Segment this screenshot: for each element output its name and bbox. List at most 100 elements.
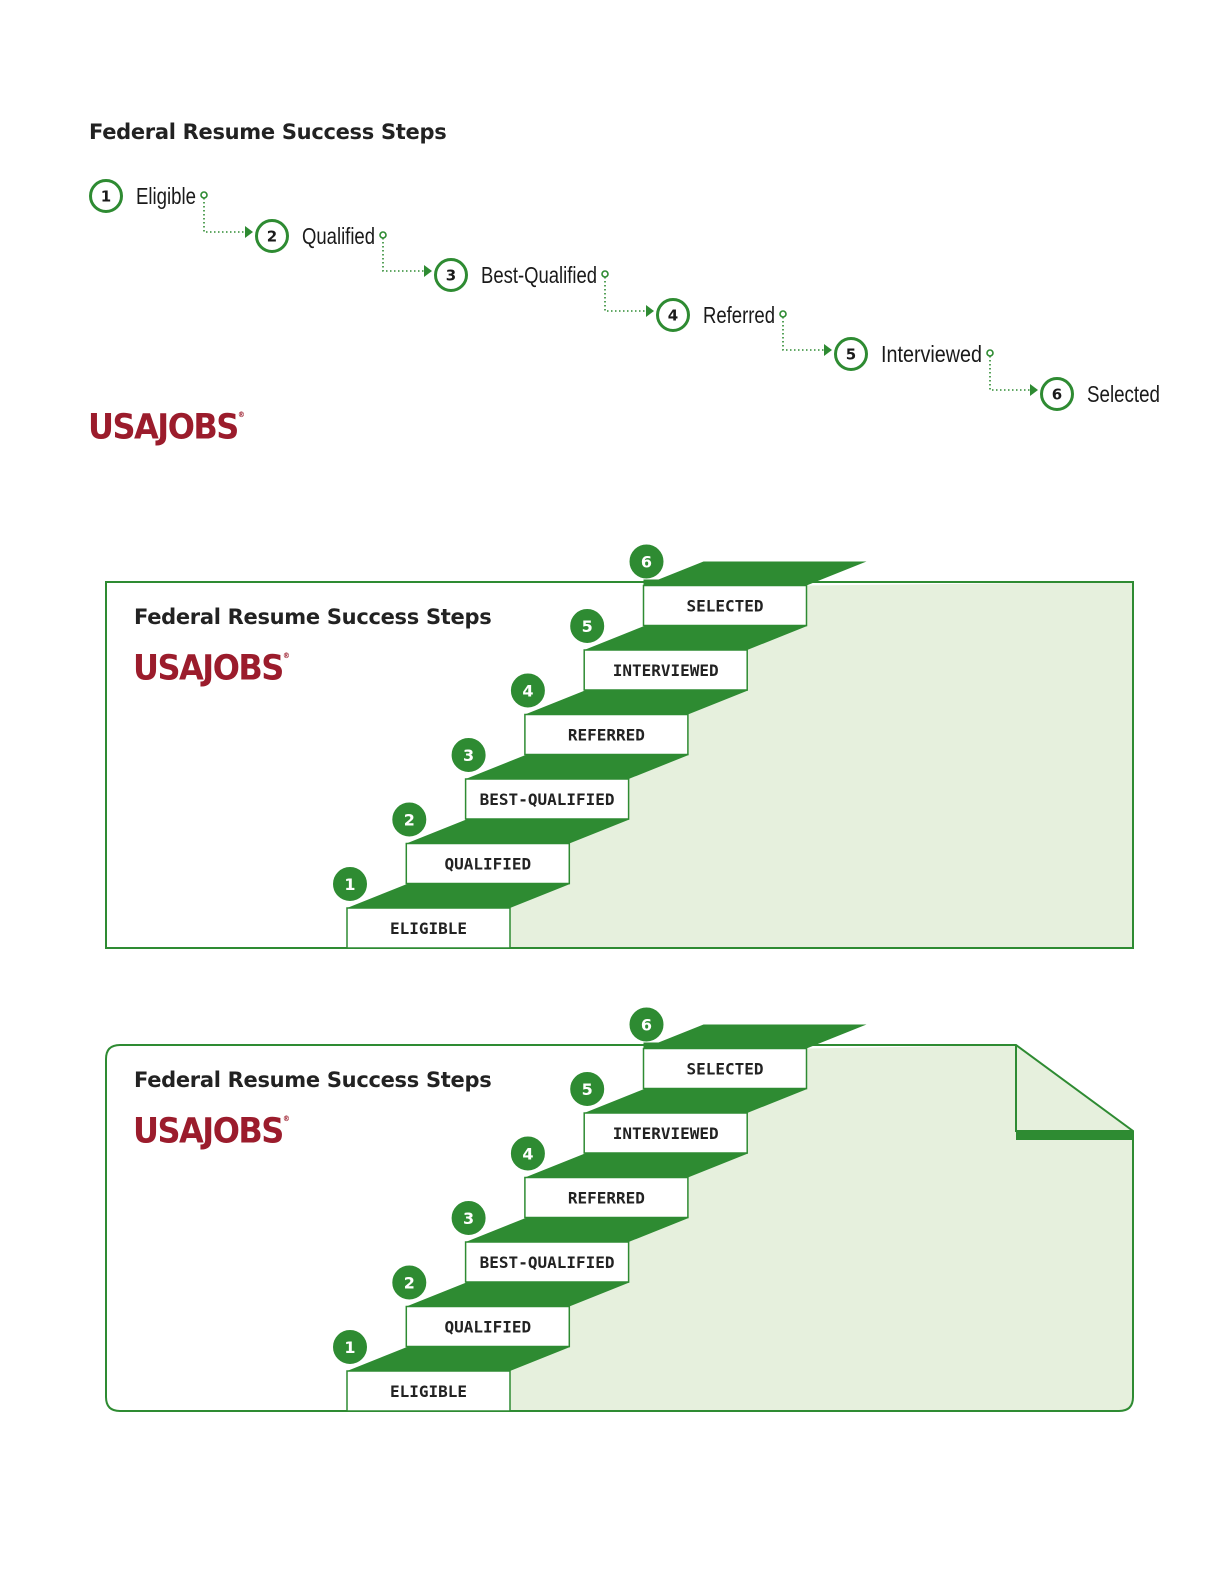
step-circle	[1040, 377, 1074, 411]
step-label: Eligible	[136, 183, 196, 209]
step-number: 6	[1052, 386, 1062, 404]
step-number: 1	[344, 875, 355, 894]
stair-label: REFERRED	[568, 726, 645, 745]
stair-riser	[524, 1176, 689, 1219]
step-number-badge	[508, 671, 547, 710]
top-step-cap	[643, 579, 807, 586]
stair-riser	[405, 1305, 571, 1348]
step-number-badge	[331, 865, 369, 903]
step-circle	[656, 298, 690, 332]
step-number-badge	[390, 1263, 429, 1302]
stair-riser	[583, 649, 748, 691]
step-number-badge	[568, 607, 607, 645]
stair-tread	[584, 626, 808, 650]
connector-dot	[779, 310, 787, 318]
card-background-fill	[510, 582, 1133, 948]
card-2-usajobs-logo: USAJOBS®	[133, 1110, 290, 1152]
flow-usajobs-logo: USAJOBS®	[88, 406, 245, 448]
connector-dot	[200, 191, 208, 199]
stair-riser	[642, 584, 808, 627]
stair-riser	[583, 1112, 748, 1154]
card-border	[105, 1044, 1134, 1412]
step-number: 5	[582, 617, 593, 636]
stair-label: REFERRED	[568, 1189, 645, 1208]
connector-line	[782, 317, 826, 351]
step-circle	[834, 337, 868, 371]
stair-tread	[406, 1282, 630, 1307]
step-number: 6	[641, 553, 652, 572]
step-number: 4	[522, 1145, 533, 1164]
step-number: 4	[668, 307, 678, 325]
stair-tread	[347, 884, 570, 908]
step-number: 5	[582, 1080, 593, 1099]
arrow-head-icon	[1030, 384, 1038, 396]
step-number: 2	[404, 811, 415, 830]
stair-riser	[524, 713, 689, 756]
top-step-cap	[643, 1042, 807, 1049]
connector-line	[382, 238, 426, 272]
stair-tread	[524, 690, 748, 715]
staircase-card-folded: ELIGIBLE 1 QUALIFIED 2 BEST-QUALIFIED 3 REFERR…	[105, 1005, 1134, 1412]
step-number-badge	[508, 1134, 547, 1173]
step-number: 2	[404, 1274, 415, 1293]
stair-label: BEST-QUALIFIED	[480, 1253, 615, 1272]
stair-tread	[465, 755, 689, 779]
stair-label: QUALIFIED	[444, 855, 531, 874]
stair-riser	[464, 1241, 630, 1283]
flow-title: Federal Resume Success Steps	[89, 120, 447, 144]
connector-dot	[986, 349, 994, 357]
step-number: 5	[846, 346, 856, 364]
step-number-badge	[449, 1199, 488, 1237]
step-number: 3	[463, 1209, 474, 1228]
step-label: Interviewed	[881, 341, 982, 367]
stair-label: ELIGIBLE	[390, 1382, 467, 1401]
step-number: 1	[344, 1338, 355, 1357]
arrow-head-icon	[824, 344, 832, 356]
stair-label: ELIGIBLE	[390, 919, 467, 938]
connector-dot	[379, 231, 387, 239]
step-label: Referred	[703, 302, 775, 328]
arrow-head-icon	[424, 265, 432, 277]
stair-label: SELECTED	[686, 597, 763, 616]
folded-corner-band	[1016, 1131, 1133, 1140]
stair-label: BEST-QUALIFIED	[480, 790, 615, 809]
stair-label: SELECTED	[686, 1060, 763, 1079]
step-number: 2	[267, 228, 277, 246]
stair-riser	[346, 1370, 511, 1412]
connector-line	[604, 277, 648, 312]
step-number: 1	[101, 188, 111, 206]
step-label: Qualified	[302, 223, 375, 249]
step-circle	[255, 219, 289, 253]
card-2-title: Federal Resume Success Steps	[134, 1068, 492, 1092]
connector-dot	[601, 270, 609, 278]
step-number: 3	[463, 746, 474, 765]
connector-line	[989, 356, 1032, 391]
stair-riser	[405, 842, 571, 885]
step-number-badge	[568, 1070, 607, 1108]
staircase-card-square: ELIGIBLE 1 QUALIFIED 2 BEST-QUALIFIED 3 REFERR…	[105, 542, 1134, 949]
stair-tread	[347, 1347, 570, 1371]
step-label: Best-Qualified	[481, 262, 597, 288]
step-number-badge	[390, 800, 429, 839]
stair-label: INTERVIEWED	[613, 1124, 719, 1143]
card-background-fill	[510, 1045, 1133, 1411]
stair-riser	[464, 778, 630, 820]
step-number-badge	[331, 1328, 369, 1366]
stair-label: QUALIFIED	[444, 1318, 531, 1337]
stair-tread	[584, 1089, 808, 1113]
stair-riser	[642, 1047, 808, 1090]
arrow-head-icon	[646, 305, 654, 317]
step-number: 4	[522, 682, 533, 701]
stair-tread	[406, 819, 630, 844]
connector-line	[203, 198, 247, 233]
arrow-head-icon	[245, 226, 253, 238]
step-circle	[434, 258, 468, 292]
step-label: Selected	[1087, 381, 1160, 407]
step-number: 6	[641, 1016, 652, 1035]
stair-label: INTERVIEWED	[613, 661, 719, 680]
stair-tread	[465, 1218, 689, 1242]
stair-riser	[346, 907, 511, 949]
card-1-title: Federal Resume Success Steps	[134, 605, 492, 629]
step-number-badge	[449, 736, 488, 774]
